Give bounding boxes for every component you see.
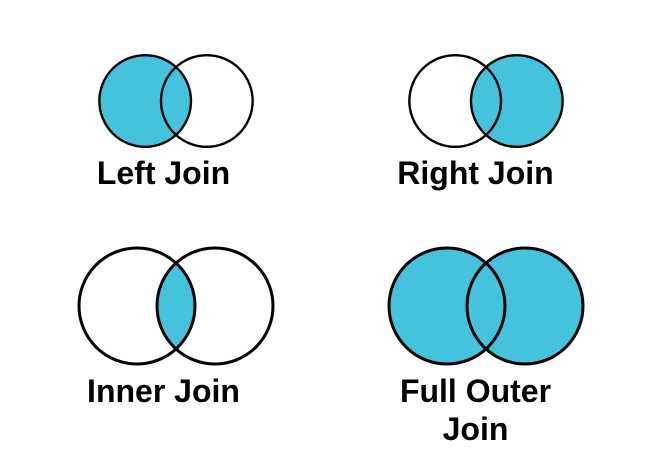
venn-label-right-join: Right Join: [397, 155, 554, 191]
venn-cell-full-outer-join: Full Outer Join: [327, 192, 654, 448]
venn-cell-inner-join: Inner Join: [0, 192, 327, 448]
left-circle-outline: [387, 246, 507, 366]
venn-cell-left-join: Left Join: [0, 0, 327, 192]
venn-grid: Left Join Right Join: [0, 0, 654, 448]
left-circle-outline: [98, 53, 193, 149]
venn-cell-right-join: Right Join: [327, 0, 654, 192]
venn-diagram-left-join: [98, 53, 254, 149]
right-circle-outline: [469, 53, 564, 149]
venn-label-left-join: Left Join: [96, 155, 231, 191]
venn-diagram-inner-join: [77, 246, 275, 366]
right-circle-outline: [465, 246, 585, 366]
right-circle-outline: [155, 246, 275, 366]
venn-diagram-right-join: [408, 53, 564, 149]
left-circle-outline: [77, 246, 197, 366]
venn-label-full-outer-join: Full Outer Join: [399, 373, 552, 447]
venn-label-inner-join: Inner Join: [87, 373, 240, 409]
left-circle-outline: [408, 53, 503, 149]
right-circle-outline: [159, 53, 254, 149]
venn-diagram-full-outer-join: [387, 246, 585, 366]
